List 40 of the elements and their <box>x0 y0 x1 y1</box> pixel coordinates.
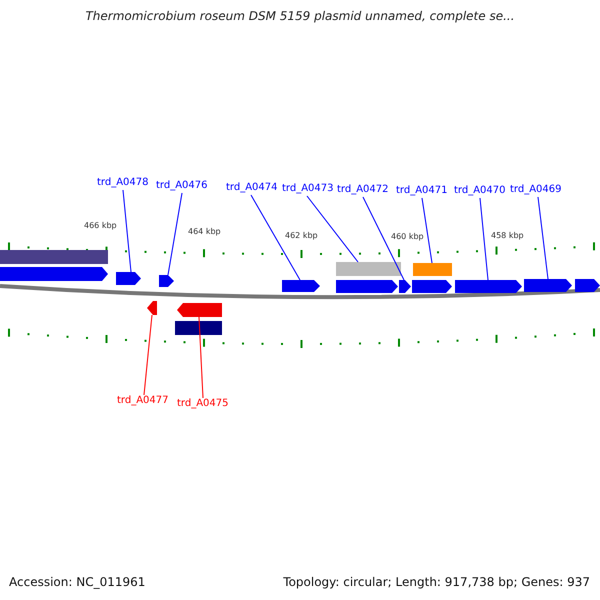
gene-bar <box>336 262 401 276</box>
gene-label: trd_A0474 <box>226 182 278 193</box>
gene-label: trd_A0470 <box>454 185 506 196</box>
gene-label: trd_A0477 <box>117 395 168 406</box>
leader-line <box>168 192 182 276</box>
gene-bar <box>413 263 452 276</box>
gene-block <box>455 280 522 293</box>
accession-text: Accession: NC_011961 <box>9 575 146 589</box>
gene-block <box>0 267 108 281</box>
gene-block <box>282 280 320 292</box>
gene-block <box>575 279 600 292</box>
leader-line <box>538 196 548 280</box>
gene-bar <box>175 321 222 335</box>
scale-label: 462 kbp <box>285 231 318 240</box>
gene-block <box>177 303 222 317</box>
leader-line <box>250 194 300 280</box>
leader-line <box>480 198 488 280</box>
scale-label: 464 kbp <box>188 227 221 236</box>
gene-label: trd_A0469 <box>510 184 562 195</box>
gene-block <box>116 272 141 285</box>
genome-summary: Topology: circular; Length: 917,738 bp; Genes: 937 <box>283 575 590 589</box>
gene-block <box>147 301 157 315</box>
leader-line <box>122 190 132 272</box>
title: Thermomicrobium roseum DSM 5159 plasmid unnamed, complete se... <box>84 9 516 23</box>
scale-label: 458 kbp <box>491 231 524 240</box>
scale-label: 466 kbp <box>84 221 117 230</box>
gene-bar <box>0 250 108 264</box>
leader-line <box>422 198 432 264</box>
gene-label: trd_A0471 <box>396 185 448 196</box>
gene-label: trd_A0473 <box>282 183 334 194</box>
gene-block <box>159 275 174 287</box>
leader-line <box>198 316 204 398</box>
gene-label: trd_A0476 <box>156 180 208 191</box>
leader-line <box>362 196 404 280</box>
gene-label: trd_A0472 <box>337 184 388 195</box>
scale-label: 460 kbp <box>391 232 424 241</box>
gene-label: trd_A0475 <box>177 398 228 409</box>
gene-label: trd_A0478 <box>97 177 148 188</box>
leader-line <box>144 314 152 396</box>
gene-block <box>524 279 572 292</box>
